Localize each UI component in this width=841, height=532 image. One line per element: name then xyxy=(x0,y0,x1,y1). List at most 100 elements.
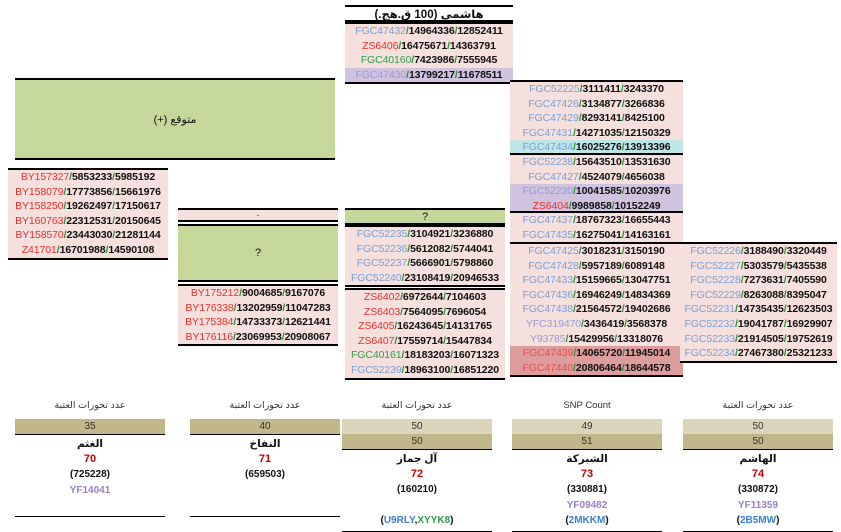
leaf-ftdna-id xyxy=(15,500,165,512)
snp-position-hg38: 16243645 xyxy=(397,320,444,333)
snp-position-hg19: 21281144 xyxy=(115,229,161,242)
snp-separator: / xyxy=(578,259,582,272)
snp-separator: / xyxy=(621,141,625,154)
snp-name: ZS6407 xyxy=(358,334,395,347)
predicted-label-expected: متوقع (+) xyxy=(153,113,197,126)
snp-position-hg19: 19402686 xyxy=(624,303,671,316)
snp-position-hg19: 13047751 xyxy=(624,274,671,287)
snp-position-hg38: 3436419 xyxy=(583,317,625,330)
snp-position-hg38: 8293141 xyxy=(581,112,622,125)
leaf-name: الهاشم xyxy=(739,453,777,465)
snp-name: FGC40161 xyxy=(350,349,402,362)
snp-row: YFC319470/3436419/3568378 xyxy=(510,317,683,332)
leaf-yfull-id: YF09482 xyxy=(566,500,608,511)
predicted-box-dash: - xyxy=(178,208,338,222)
snp-separator: / xyxy=(407,242,411,255)
snp-position-hg38: 19041787 xyxy=(737,317,784,330)
snp-name: FGC52233 xyxy=(684,332,736,345)
snp-position-hg19: 10152249 xyxy=(614,199,661,212)
snp-position-hg19: 13318076 xyxy=(617,332,664,345)
snp-name: FGC47429 xyxy=(528,112,579,125)
snp-separator: / xyxy=(573,228,576,241)
snp-position-hg19: 11047283 xyxy=(285,301,331,314)
snp-name: FGC47440 xyxy=(522,361,574,374)
snp-separator: / xyxy=(407,228,411,240)
snp-separator: / xyxy=(63,229,67,242)
snp-name: FGC47428 xyxy=(528,259,579,272)
snp-name: FGC47439 xyxy=(522,347,574,360)
snp-position-hg38: 21914505 xyxy=(737,332,784,345)
leaf-caption: عدد تحورات العتبة xyxy=(229,400,301,411)
snp-separator: / xyxy=(450,242,454,255)
snp-position-hg19: 3243370 xyxy=(623,83,664,95)
leaf-snp-count-band: 50 xyxy=(683,434,833,449)
snp-separator: / xyxy=(69,171,72,183)
predicted-label-question-col3: ? xyxy=(421,210,429,223)
snp-position-hg38: 3134877 xyxy=(581,97,622,110)
snp-separator: / xyxy=(398,39,402,52)
snp-separator: / xyxy=(578,170,582,183)
snp-position-hg19: 15661976 xyxy=(114,185,161,198)
predicted-box-question-col2: ? xyxy=(178,224,338,282)
snp-separator: / xyxy=(401,271,405,284)
snp-separator: / xyxy=(621,361,625,374)
snp-position-hg19: 8425100 xyxy=(624,112,665,125)
snp-separator: / xyxy=(405,25,409,37)
header-title: هاشمي (100 ق.هج.) xyxy=(374,8,484,21)
snp-name: BY160763 xyxy=(15,214,64,227)
snp-position-hg19: 10203976 xyxy=(624,185,671,198)
snp-position-hg38: 17559714 xyxy=(397,334,444,347)
snp-name: FGC47430 xyxy=(355,68,407,81)
snp-row: ZS6404/9989858/10152249 xyxy=(510,198,683,214)
snp-separator: / xyxy=(112,185,115,198)
snp-separator: / xyxy=(578,112,582,125)
snp-separator: / xyxy=(112,200,115,213)
snp-separator: / xyxy=(281,330,285,343)
snp-separator: / xyxy=(783,245,787,257)
snp-separator: / xyxy=(621,228,625,241)
snp-name: FGC40160 xyxy=(360,54,412,67)
snp-position-hg38: 16025276 xyxy=(575,141,622,154)
snp-separator: / xyxy=(454,54,458,67)
snp-position-hg19: 3236880 xyxy=(453,228,494,240)
leaf-snp-count-band: 49 xyxy=(512,419,662,434)
snp-position-hg38: 14735435 xyxy=(737,303,784,316)
snp-separator: / xyxy=(581,317,584,330)
snp-separator: / xyxy=(578,245,582,257)
snp-position-hg19: 20150645 xyxy=(114,214,161,227)
leaf-kit-id: (330881) xyxy=(566,484,608,495)
snp-position-hg19: 4656038 xyxy=(624,170,665,183)
snp-separator: / xyxy=(282,301,286,314)
snp-name: FGC47435 xyxy=(522,228,574,241)
predicted-label-question-col2: ? xyxy=(254,247,262,259)
snp-row: Z41701/16701988/14590108 xyxy=(8,243,168,258)
leaf-number: 70 xyxy=(83,453,97,465)
snp-separator: / xyxy=(621,112,625,125)
snp-name: FGC52237 xyxy=(356,257,408,270)
leaf-number: 74 xyxy=(751,468,765,480)
snp-name: FGC52235 xyxy=(356,228,408,240)
snp-separator: / xyxy=(447,39,450,52)
snp-position-hg19: 13531630 xyxy=(624,156,671,168)
snp-name: BY176116 xyxy=(185,330,234,343)
snp-name: FGC47433 xyxy=(522,274,574,287)
snp-row: FGC52238/15643510/13531630 xyxy=(510,155,683,170)
leaf-name: النفاخ xyxy=(249,438,281,450)
snp-position-hg19: 20946533 xyxy=(453,271,500,284)
leaf-divider xyxy=(683,449,833,450)
snp-position-hg19: 14590108 xyxy=(108,243,155,256)
snp-name: FGC52240 xyxy=(350,271,402,284)
snp-row: FGC40160/7423986/7555945 xyxy=(345,53,513,68)
snp-position-hg38: 7564095 xyxy=(402,305,444,318)
snp-row: FGC52227/5303579/5435538 xyxy=(680,259,837,274)
snp-position-hg38: 18963100 xyxy=(404,363,451,376)
leaf-divider xyxy=(512,449,662,450)
